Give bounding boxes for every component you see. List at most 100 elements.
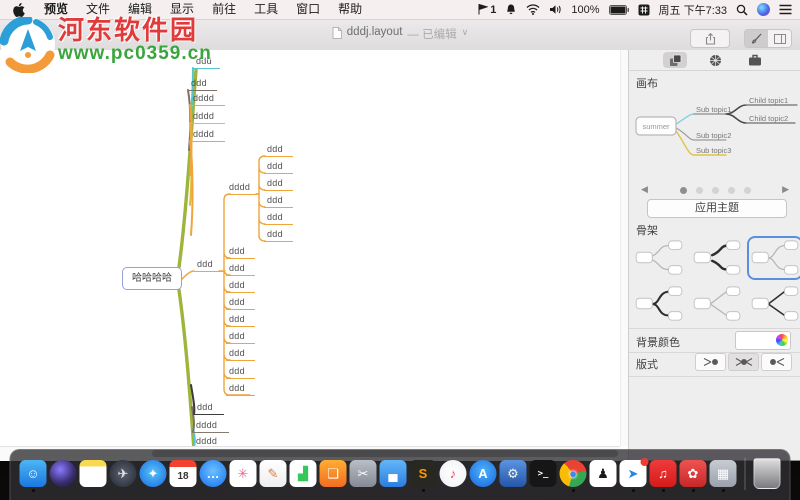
mindmap-node[interactable]: ddd [264, 161, 293, 174]
skeleton-thumb-curve-gray[interactable] [631, 236, 687, 280]
apply-theme-button[interactable]: 应用主题 [647, 199, 787, 218]
tab-node-style[interactable] [703, 52, 727, 68]
apple-menu[interactable] [0, 2, 35, 17]
dock-icon-itunes[interactable]: ♪ [439, 460, 467, 487]
mindmap-node[interactable]: dddd [193, 420, 229, 433]
status-bell[interactable] [505, 4, 517, 16]
dock-icon-notes[interactable] [79, 460, 107, 487]
mindmap-node[interactable]: dddd [190, 129, 225, 142]
mindmap-node[interactable]: ddd [226, 297, 255, 310]
dock-icon-xcode[interactable]: ⚙ [499, 460, 527, 487]
menu-item-前往[interactable]: 前往 [212, 2, 237, 16]
menu-item-帮助[interactable]: 帮助 [338, 2, 363, 16]
dock-icon-app-store[interactable]: A [469, 460, 497, 487]
skeleton-thumb-straight-black[interactable] [747, 282, 800, 326]
skeleton-thumb-brace-black[interactable] [631, 282, 687, 326]
pager-dot-0[interactable] [679, 186, 687, 194]
mindmap-node[interactable]: ddd [194, 259, 223, 272]
mindmap-node[interactable]: ddd [188, 78, 217, 91]
status-battery[interactable] [608, 4, 629, 15]
tab-canvas-style[interactable] [663, 52, 687, 68]
separator [629, 328, 800, 329]
mindmap-node[interactable]: dddd [193, 436, 229, 446]
mindmap-node[interactable]: ddd [226, 383, 255, 396]
siri-menu[interactable] [757, 3, 770, 16]
title-bar[interactable]: dddj.layout — 已编辑 ∨ [0, 20, 800, 51]
dock-icon-qq[interactable]: ♟ [589, 460, 617, 487]
layout-left-button[interactable] [761, 353, 792, 371]
notification-center[interactable] [779, 4, 792, 15]
dock-icon-messages[interactable]: … [199, 460, 227, 487]
theme-preview[interactable]: summer Sub topic1 Child topic1 Child top… [629, 88, 800, 180]
skeleton-thumb-curve-gray-joint[interactable] [747, 236, 800, 280]
layout-both-button[interactable] [728, 353, 759, 371]
pager-dot-1[interactable] [695, 186, 703, 194]
dock-icon-thunder[interactable]: ➤ [619, 458, 649, 492]
mindmap-node[interactable]: ddd [264, 229, 293, 242]
status-wifi[interactable] [526, 4, 540, 15]
status-volume[interactable] [549, 4, 562, 15]
status-input-method[interactable] [638, 4, 650, 16]
dock-icon-calendar[interactable]: 18 [169, 460, 197, 487]
spotlight-search[interactable] [736, 4, 748, 16]
skeleton-thumb-arc-black[interactable] [689, 236, 745, 280]
dock-icon-image-viewer[interactable]: ▦ [709, 460, 737, 492]
dock-icon-ibooks[interactable]: ❏ [319, 460, 347, 487]
mindmap-node[interactable]: dddd [226, 182, 259, 195]
dock-icon-launchpad[interactable]: ✈ [109, 460, 137, 487]
dock-icon-siri[interactable] [49, 460, 77, 487]
mindmap-node[interactable]: ddd [226, 348, 255, 361]
background-color-well[interactable] [735, 331, 791, 350]
mindmap-node[interactable]: ddd [264, 144, 293, 157]
menu-item-窗口[interactable]: 窗口 [296, 2, 321, 16]
dock-icon-terminal[interactable]: >_ [529, 460, 557, 487]
mindmap-node[interactable]: ddd [226, 246, 255, 259]
mindmap-node[interactable]: ddd [264, 212, 293, 225]
menu-clock[interactable]: 周五 下午7:33 [658, 4, 727, 17]
mindmap-node[interactable]: dddd [190, 111, 225, 124]
mindmap-node[interactable]: ddd [193, 56, 220, 69]
dock-icon-netease-music[interactable]: ♫ [649, 460, 677, 492]
layout-right-button[interactable] [695, 353, 726, 371]
dock-icon-photos[interactable]: ✳ [229, 460, 257, 487]
pager-dot-3[interactable] [727, 186, 735, 194]
dock-icon-pages[interactable]: ✎ [259, 460, 287, 487]
status-flag-badge[interactable]: 1 [478, 4, 496, 16]
pager-dot-4[interactable] [743, 186, 751, 194]
mindmap-node[interactable]: ddd [264, 178, 293, 191]
mindmap-root-node[interactable]: 哈哈哈哈 [122, 267, 182, 290]
vertical-scrollbar-track[interactable] [620, 50, 629, 446]
mindmap-node[interactable]: ddd [226, 263, 255, 276]
dock-icon-safari[interactable]: ✦ [139, 460, 167, 487]
mindmap-node[interactable]: ddd [194, 402, 224, 415]
mindmap-node[interactable]: ddd [264, 195, 293, 208]
dock-icon-sublime-text[interactable]: S [409, 460, 437, 492]
dock-icon-numbers[interactable]: ▟ [289, 460, 317, 487]
pager-prev-arrow[interactable]: ◀ [641, 184, 648, 194]
title-chevron-icon[interactable]: ∨ [461, 27, 469, 37]
share-button[interactable] [690, 29, 730, 48]
style-inspector-toggle[interactable] [745, 30, 768, 47]
pager-next-arrow[interactable]: ▶ [782, 184, 789, 194]
dock-icon-keynote[interactable]: ▄ [379, 460, 407, 487]
dock-icon-mindmap-leaf[interactable]: ✿ [679, 460, 707, 492]
sidebar-toggle[interactable] [768, 30, 791, 47]
menu-item-文件[interactable]: 文件 [86, 2, 111, 16]
menu-item-显示[interactable]: 显示 [170, 2, 195, 16]
mindmap-node[interactable]: ddd [226, 366, 255, 379]
mindmap-node[interactable]: ddd [226, 280, 255, 293]
dock-icon-finder[interactable]: ☺ [19, 460, 47, 492]
mindmap-node[interactable]: ddd [226, 314, 255, 327]
dock-icon-chrome[interactable]: ● [559, 460, 587, 492]
tab-resources[interactable] [743, 52, 767, 68]
mindmap-node[interactable]: ddd [226, 331, 255, 344]
mindmap-node[interactable]: dddd [190, 93, 225, 106]
dock-icon-grab-tools[interactable]: ✂ [349, 460, 377, 487]
menu-item-工具[interactable]: 工具 [254, 2, 279, 16]
skeleton-thumb-straight-gray[interactable] [689, 282, 745, 326]
dock-icon-trash[interactable] [753, 458, 781, 489]
pager-dot-2[interactable] [711, 186, 719, 194]
menu-item-编辑[interactable]: 编辑 [128, 2, 153, 16]
menu-app-name[interactable]: 预览 [44, 2, 69, 16]
